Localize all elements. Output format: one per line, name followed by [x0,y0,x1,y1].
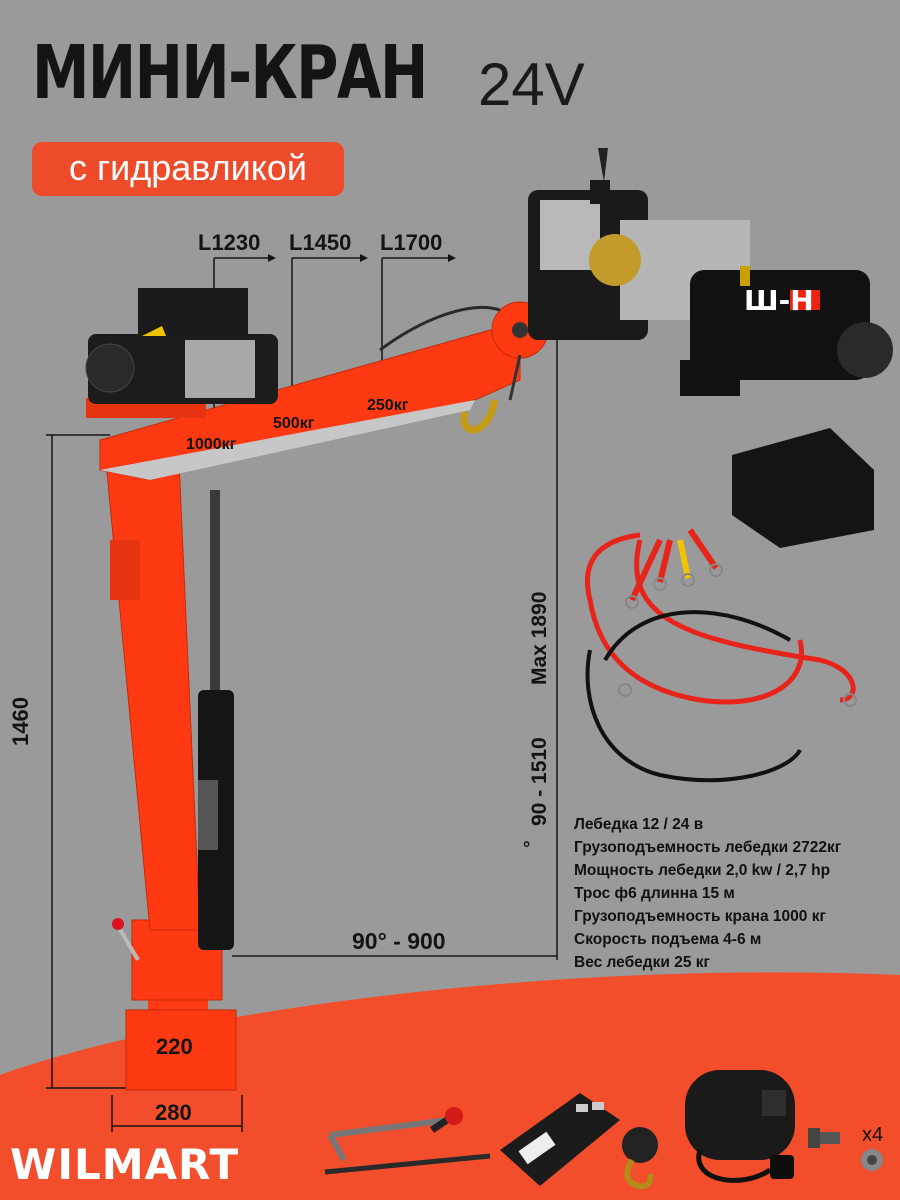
spec-line: Трос ф6 длинна 15 м [574,885,735,902]
bolt-count: x4 [862,1124,884,1146]
winch-brand-label: Ш-Н [744,284,814,317]
reach-dimension: 90° - 900 [352,928,446,954]
base-inner-dimension: 220 [156,1034,193,1059]
hydraulic-badge: с гидравликой [32,142,344,196]
brand-logo: WILMART [10,1140,240,1189]
boom-length-1: L1230 [198,230,261,255]
product-title: МИНИ-КРАН [32,30,428,116]
load-label-1: 1000кг [186,436,237,453]
load-label-2: 500кг [273,415,315,432]
degree-mark: ° [523,838,531,858]
voltage-label: 24V [478,51,585,118]
spec-line: Лебедка 12 / 24 в [574,816,704,833]
spec-line: Грузоподъемность крана 1000 кг [574,908,826,925]
boom-length-2: L1450 [289,230,352,255]
boom-length-3: L1700 [380,230,443,255]
load-label-3: 250кг [367,397,409,414]
spec-line: Грузоподъемность лебедки 2722кг [574,839,842,856]
spec-line: Мощность лебедки 2,0 kw / 2,7 hp [574,862,831,879]
spec-line: Скорость подъема 4-6 м [574,931,762,948]
base-outer-dimension: 280 [155,1100,192,1125]
spec-line: Вес лебедки 25 кг [574,954,710,971]
